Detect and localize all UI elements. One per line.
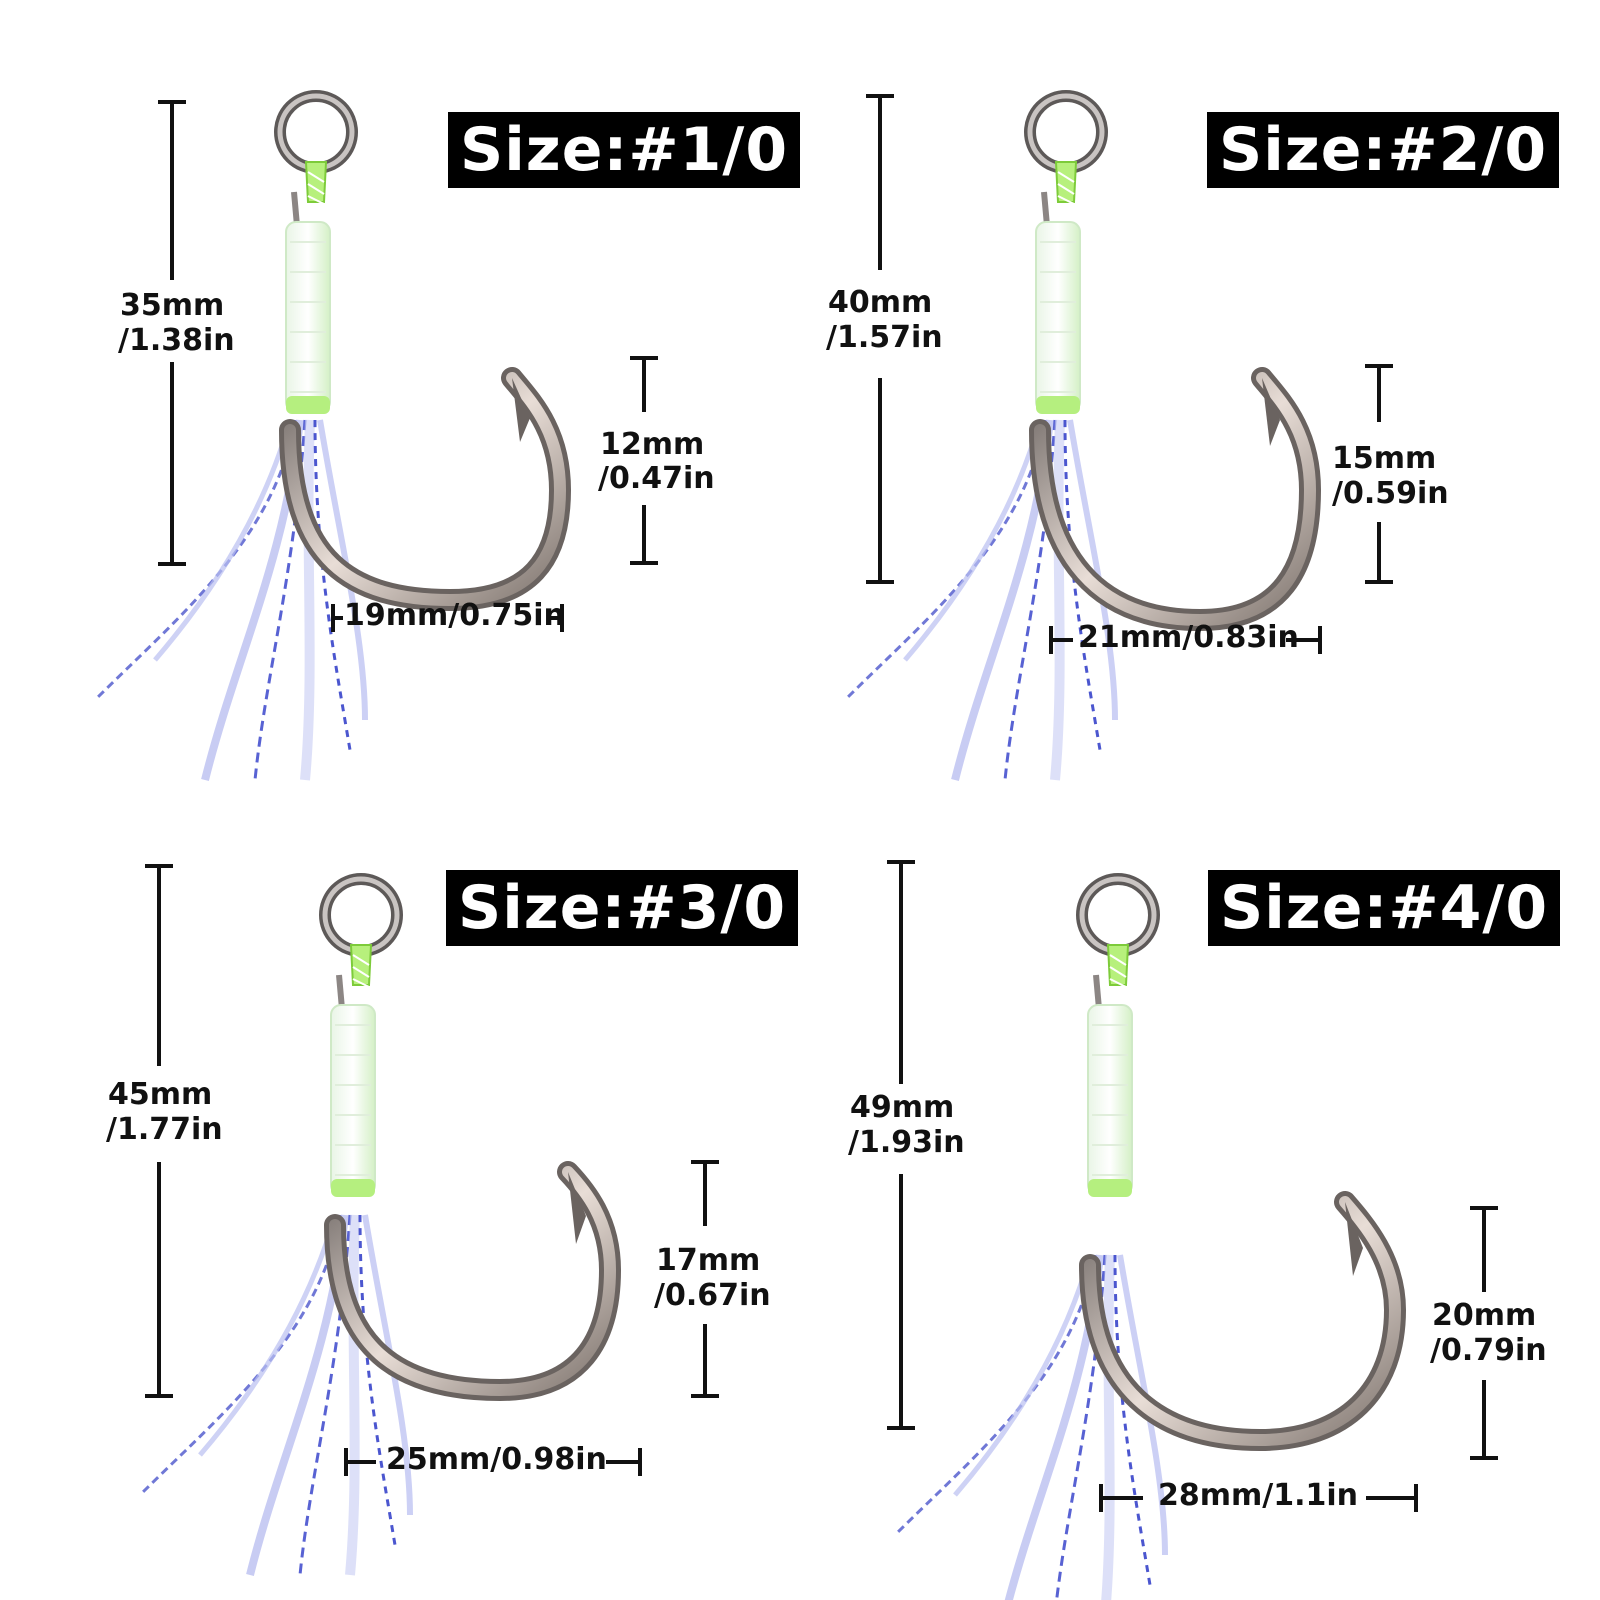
hook-panel-2: Size:#2/0 40mm /1.57in 15mm /0.59in 21mm… [800, 0, 1600, 800]
length-mm-label: 45mm [108, 1077, 213, 1112]
gap-bar [642, 505, 646, 563]
hook-image [0, 0, 572, 800]
hook-image [800, 800, 1407, 1600]
gap-mm-label: 17mm [656, 1243, 761, 1278]
length-bar [899, 1174, 903, 1428]
length-cap-top [145, 864, 173, 868]
gap-bar [1482, 1380, 1486, 1458]
gap-cap-top [1365, 364, 1393, 368]
gap-bar [703, 1162, 707, 1226]
width-bar [1101, 1496, 1143, 1500]
width-bar [606, 1460, 640, 1464]
gap-cap-bottom [1470, 1456, 1498, 1460]
gap-mm-label: 20mm [1432, 1298, 1537, 1333]
length-bar [170, 102, 174, 280]
length-bar [157, 1162, 161, 1396]
hook-panel-4: Size:#4/0 49mm /1.93in 20mm /0.79in 28mm… [800, 800, 1600, 1600]
width-bar [333, 616, 343, 620]
gap-in-label: /0.59in [1332, 476, 1449, 511]
length-bar [170, 362, 174, 564]
length-bar [878, 96, 882, 270]
length-cap-top [866, 94, 894, 98]
length-bar [899, 862, 903, 1084]
length-mm-label: 49mm [850, 1090, 955, 1125]
gap-bar [1377, 366, 1381, 422]
length-in-label: /1.57in [826, 320, 943, 355]
width-bar [1366, 1496, 1416, 1500]
gap-cap-top [1470, 1206, 1498, 1210]
length-in-label: /1.93in [848, 1125, 965, 1160]
gap-bar [703, 1324, 707, 1396]
gap-in-label: /0.67in [654, 1278, 771, 1313]
gap-cap-bottom [1365, 580, 1393, 584]
length-mm-label: 35mm [120, 288, 225, 323]
size-label: Size:#4/0 [1208, 870, 1561, 946]
length-in-label: /1.77in [106, 1112, 223, 1147]
width-label: 25mm/0.98in [386, 1442, 607, 1477]
width-bar [346, 1460, 376, 1464]
gap-bar [1377, 522, 1381, 582]
hook-panel-1: Size:#1/0 35mm /1.38in 12mm /0.47in 19mm… [0, 0, 801, 800]
size-label: Size:#3/0 [446, 870, 799, 946]
length-cap-bottom [887, 1426, 915, 1430]
width-cap-right [560, 604, 564, 632]
length-bar [878, 378, 882, 582]
length-in-label: /1.38in [118, 323, 235, 358]
length-bar [157, 866, 161, 1066]
gap-mm-label: 15mm [1332, 441, 1437, 476]
hook-image [800, 0, 1322, 800]
gap-mm-label: 12mm [600, 427, 705, 462]
gap-bar [642, 358, 646, 412]
gap-bar [1482, 1208, 1486, 1292]
gap-in-label: /0.47in [598, 461, 715, 496]
width-cap-right [1414, 1484, 1418, 1512]
length-cap-top [158, 100, 186, 104]
hook-image [0, 800, 622, 1600]
gap-cap-bottom [691, 1394, 719, 1398]
hook-panel-3: Size:#3/0 45mm /1.77in 17mm /0.67in 25mm… [0, 800, 800, 1600]
width-cap-right [1318, 626, 1322, 654]
gap-cap-top [630, 356, 658, 360]
length-cap-bottom [158, 562, 186, 566]
width-bar [550, 616, 562, 620]
width-label: 28mm/1.1in [1158, 1478, 1359, 1513]
length-cap-bottom [145, 1394, 173, 1398]
width-bar [1286, 638, 1320, 642]
length-mm-label: 40mm [828, 285, 933, 320]
gap-in-label: /0.79in [1430, 1333, 1547, 1368]
width-bar [1051, 638, 1073, 642]
width-label: 21mm/0.83in [1078, 620, 1299, 655]
gap-cap-top [691, 1160, 719, 1164]
width-label: 19mm/0.75in [344, 598, 565, 633]
size-label: Size:#2/0 [1207, 112, 1560, 188]
length-cap-top [887, 860, 915, 864]
length-cap-bottom [866, 580, 894, 584]
size-label: Size:#1/0 [448, 112, 801, 188]
gap-cap-bottom [630, 561, 658, 565]
width-cap-right [638, 1448, 642, 1476]
